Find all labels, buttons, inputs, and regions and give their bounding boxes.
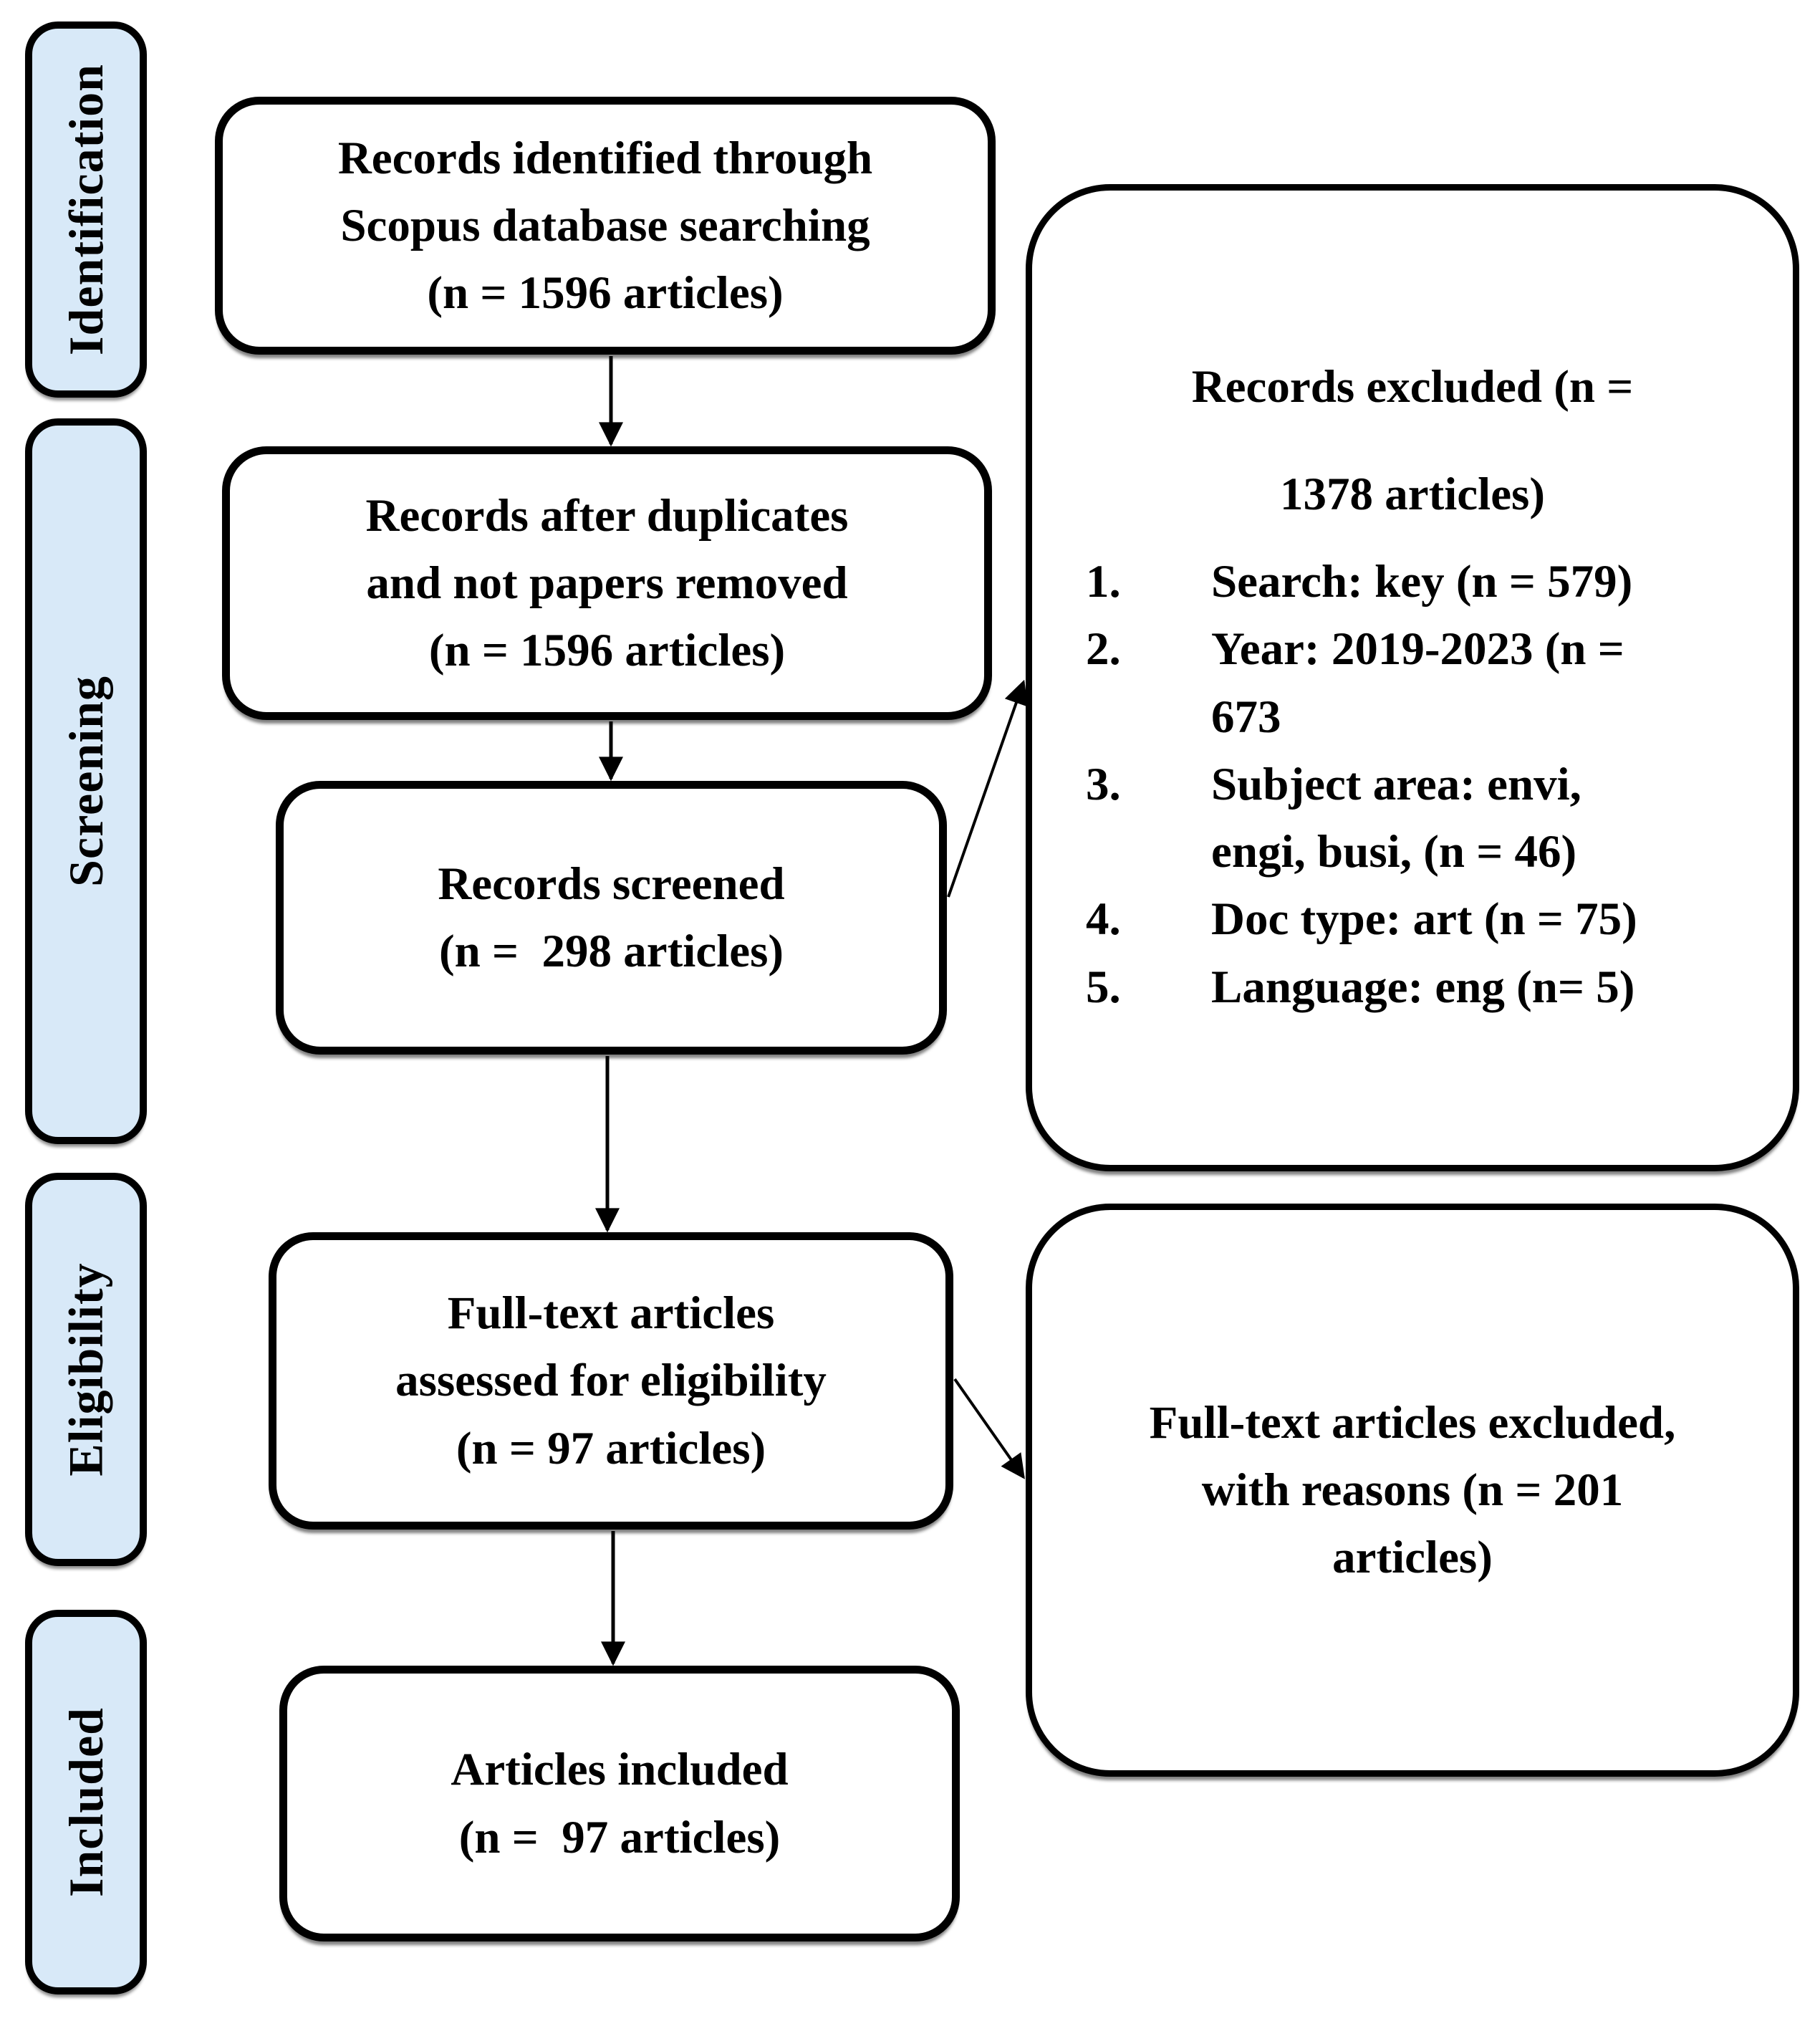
box-records-after-duplicates: Records after duplicates and not papers … (222, 446, 992, 720)
reason-number: 5. (1086, 961, 1121, 1013)
reason-text: Language: eng (n= 5) (1211, 961, 1635, 1013)
exclusion-reason-item: 5. Language: eng (n= 5) (1086, 954, 1793, 1021)
stage-included: Included (25, 1610, 147, 1994)
box-text-line: (n = 298 articles) (438, 926, 784, 977)
box-fulltext-assessed: Full-text articles assessed for eligibil… (269, 1232, 953, 1530)
exclusion-reasons-list: 1. Search: key (n = 579) 2. Year: 2019-2… (1032, 548, 1793, 1021)
reason-number: 3. (1086, 758, 1121, 810)
arrow-fulltext-to-fulltext-excluded (953, 1378, 1025, 1479)
box-text-line: Records excluded (n = (1191, 361, 1634, 413)
exclusion-reason-item: 4. Doc type: art (n = 75) (1086, 885, 1793, 953)
exclusion-reason-item: 2. Year: 2019-2023 (n = 673 (1086, 615, 1793, 751)
exclusion-reason-item: 1. Search: key (n = 579) (1086, 548, 1793, 615)
exclusion-reason-item: 3. Subject area: envi, engi, busi, (n = … (1086, 751, 1793, 886)
box-text-line: Full-text articles excluded, (1149, 1396, 1676, 1449)
box-records-excluded: Records excluded (n = 1378 articles) 1. … (1026, 184, 1799, 1171)
stage-eligibility: Eligibility (25, 1173, 147, 1566)
box-records-identified: Records identified through Scopus databa… (215, 97, 996, 355)
box-text-line: Articles included (451, 1744, 789, 1796)
box-text-line: Records after duplicates (365, 489, 849, 542)
reason-text: Search: key (n = 579) (1211, 556, 1633, 608)
box-text-line: (n = 1596 articles) (428, 625, 786, 677)
box-records-screened: Records screened (n = 298 articles) (276, 781, 947, 1055)
box-text-line: Scopus database searching (340, 199, 870, 251)
box-fulltext-excluded: Full-text articles excluded, with reason… (1026, 1204, 1799, 1777)
stage-label: Eligibility (58, 1262, 113, 1477)
reason-text: Subject area: envi, engi, busi, (n = 46) (1211, 758, 1581, 878)
box-text-line: (n = 97 articles) (458, 1811, 781, 1863)
box-text-line: and not papers removed (366, 557, 848, 609)
box-text-line: (n = 97 articles) (456, 1422, 766, 1474)
box-text-line: articles) (1332, 1532, 1493, 1584)
reason-number: 2. (1086, 623, 1121, 676)
records-excluded-heading: Records excluded (n = 1378 articles) (1032, 334, 1793, 548)
box-text-line: Records screened (438, 858, 785, 910)
stage-label: Included (58, 1707, 113, 1897)
box-text-line: assessed for eligibility (395, 1355, 827, 1407)
box-text-line: (n = 1596 articles) (427, 267, 784, 320)
box-text-line: 1378 articles) (1279, 468, 1545, 520)
reason-number: 4. (1086, 893, 1121, 946)
box-text-line: Full-text articles (447, 1287, 775, 1340)
stage-label: Screening (58, 676, 113, 887)
stage-label: Identification (58, 64, 113, 355)
stage-identification: Identification (25, 21, 147, 398)
stage-screening: Screening (25, 418, 147, 1144)
reason-text: Year: 2019-2023 (n = 673 (1211, 623, 1624, 743)
reason-number: 1. (1086, 556, 1121, 608)
reason-text: Doc type: art (n = 75) (1211, 893, 1637, 946)
box-text-line: with reasons (n = 201 (1201, 1464, 1624, 1516)
box-text-line: Records identified through (337, 132, 873, 184)
box-articles-included: Articles included (n = 97 articles) (279, 1666, 960, 1941)
